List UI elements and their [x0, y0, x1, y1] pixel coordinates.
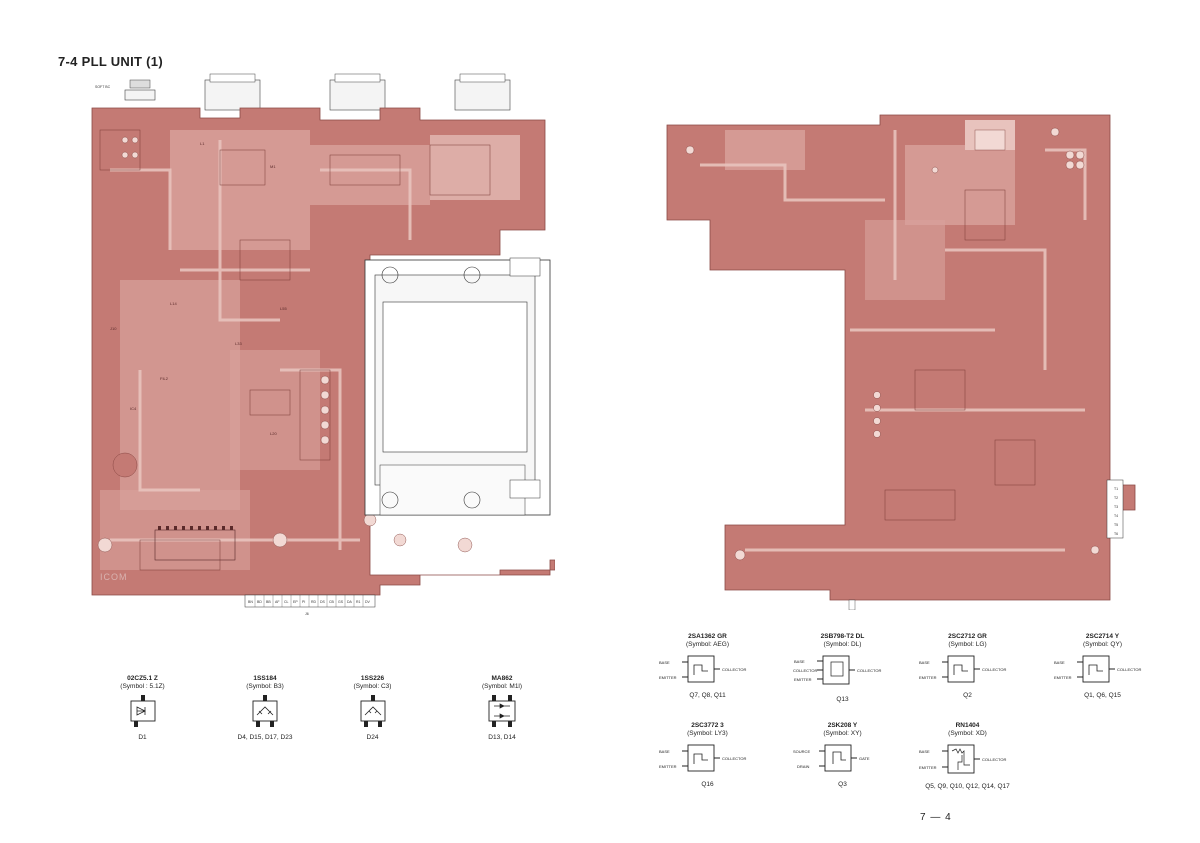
component-2sc2712: 2SC2712 GR (Symbol: LG) BASE COLLECTOR E… — [915, 633, 1020, 700]
bottom-strip-pin-label: BN — [248, 600, 253, 604]
right-board-outline — [666, 114, 1136, 601]
svg-text:T1: T1 — [1114, 487, 1118, 491]
component-2sc3772: 2SC3772 3 (Symbol: LY3) BASE COLLECTOR E… — [655, 722, 760, 789]
top-connector-j3 — [204, 73, 261, 111]
svg-text:M1: M1 — [270, 164, 276, 169]
transistor-package-icon: BASE COLLECTOR EMITTER — [659, 655, 746, 683]
svg-text:BASE: BASE — [659, 749, 670, 754]
svg-text:COLLECTOR: COLLECTOR — [1117, 667, 1141, 672]
component-02cz5-1z: 02CZ5.1 Z (Symbol : 5.1Z) D1 — [120, 675, 165, 741]
transistor-package-icon: BASE COLLECTOR EMITTER — [1054, 655, 1141, 683]
dual-diode-package-icon — [252, 695, 278, 727]
svg-text:EMITTER: EMITTER — [794, 677, 812, 682]
svg-text:EMITTER: EMITTER — [1054, 675, 1072, 680]
svg-text:T4: T4 — [1114, 514, 1118, 518]
bottom-strip-caption: J6 — [305, 612, 309, 616]
transistor-package-icon: BASE COLLECTOR EMITTER — [919, 655, 1006, 683]
top-connector-j2 — [124, 79, 156, 101]
svg-text:SOURCE: SOURCE — [793, 749, 810, 754]
bottom-strip-pin-label: CB — [329, 600, 335, 604]
component-2sc2714: 2SC2714 Y (Symbol: QY) BASE COLLECTOR EM… — [1050, 633, 1155, 700]
svg-text:L33: L33 — [235, 341, 242, 346]
power-transistor-package-icon: BASE COLLECTOR COLLECTOR EMITTER — [793, 655, 881, 685]
bottom-strip-pin-label: AF — [275, 600, 279, 604]
svg-text:FIL2: FIL2 — [160, 376, 169, 381]
right-pcb-board: T1 T2 T3 T4 T5 T6 — [665, 110, 1145, 610]
svg-text:J10: J10 — [110, 326, 117, 331]
bottom-connector-strip: J6 — [244, 594, 376, 616]
svg-text:COLLECTOR: COLLECTOR — [857, 668, 881, 673]
component-1ss226: 1SS226 (Symbol: C3) D24 — [353, 675, 392, 741]
bottom-strip-pin-label: RD — [311, 600, 317, 604]
icom-logo: ICOM — [100, 572, 128, 582]
svg-text:SOFT BC: SOFT BC — [95, 85, 111, 89]
bottom-strip-pin-label: GS — [338, 600, 344, 604]
bottom-strip-pin-label: DA — [347, 600, 353, 604]
digital-transistor-package-icon: BASE COLLECTOR EMITTER — [919, 744, 1006, 774]
svg-text:COLLECTOR: COLLECTOR — [722, 667, 746, 672]
top-connector-j4 — [329, 73, 386, 111]
component-rn1404: RN1404 (Symbol: XD) BASE COLLECTOR EMITT… — [915, 722, 1020, 791]
quad-diode-package-icon — [488, 695, 516, 727]
svg-text:COLLECTOR: COLLECTOR — [982, 667, 1006, 672]
left-pcb-board: L1 M1 L14 L55 J10 L33 FIL2 IC4 L20 IC1 S… — [80, 70, 555, 625]
transistor-package-icon: BASE COLLECTOR EMITTER — [659, 744, 746, 772]
svg-text:T2: T2 — [1114, 496, 1118, 500]
svg-text:IC4: IC4 — [130, 406, 137, 411]
series-diode-package-icon — [360, 695, 385, 727]
component-2sa1362: 2SA1362 GR (Symbol: AEG) BASE COLLECTOR … — [655, 633, 760, 700]
svg-text:BASE: BASE — [919, 660, 930, 665]
vco-shield-module — [364, 257, 551, 516]
bottom-strip-pin-label: R1 — [356, 600, 361, 604]
bottom-strip-pin-label: BB — [266, 600, 271, 604]
svg-text:BASE: BASE — [794, 659, 805, 664]
left-pcb-drawing: L1 M1 L14 L55 J10 L33 FIL2 IC4 L20 IC1 S… — [91, 73, 555, 616]
svg-text:T6: T6 — [1114, 532, 1118, 536]
right-pcb-drawing: T1 T2 T3 T4 T5 T6 — [666, 114, 1136, 610]
page-title: 7-4 PLL UNIT (1) — [58, 54, 163, 69]
page-number: 7 — 4 — [920, 812, 952, 823]
svg-text:L14: L14 — [170, 301, 177, 306]
bottom-strip-pin-label: BD — [257, 600, 262, 604]
svg-text:COLLECTOR: COLLECTOR — [793, 668, 817, 673]
svg-text:T3: T3 — [1114, 505, 1118, 509]
bottom-strip-pin-label: DS — [320, 600, 326, 604]
svg-text:EMITTER: EMITTER — [659, 764, 677, 769]
svg-text:BASE: BASE — [919, 749, 930, 754]
ic-footprint — [154, 526, 236, 561]
svg-text:BASE: BASE — [1054, 660, 1065, 665]
svg-text:COLLECTOR: COLLECTOR — [982, 757, 1006, 762]
bottom-strip-pin-label: EP — [293, 600, 298, 604]
svg-text:L55: L55 — [280, 306, 287, 311]
component-1ss184: 1SS184 (Symbol: B3) D4, D15, D17, D23 — [237, 675, 293, 741]
svg-text:L20: L20 — [270, 431, 277, 436]
svg-text:EMITTER: EMITTER — [919, 765, 937, 770]
bottom-pin-stub — [848, 599, 856, 610]
fet-package-icon: SOURCE GATE DRAIN — [793, 744, 870, 772]
svg-text:EMITTER: EMITTER — [659, 675, 677, 680]
svg-text:EMITTER: EMITTER — [919, 675, 937, 680]
component-2sb798: 2SB798-T2 DL (Symbol: DL) BASE COLLECTOR… — [790, 633, 895, 704]
bottom-strip-pin-label: PI — [302, 600, 305, 604]
svg-text:BASE: BASE — [659, 660, 670, 665]
bottom-strip-pin-label: DV — [365, 600, 371, 604]
component-2sk208: 2SK208 Y (Symbol: XY) SOURCE GATE DRAIN … — [790, 722, 895, 789]
svg-text:T5: T5 — [1114, 523, 1118, 527]
right-side-connector: T1 T2 T3 T4 T5 T6 — [1106, 479, 1124, 539]
svg-text:GATE: GATE — [859, 756, 870, 761]
bottom-strip-pin-label: CL — [284, 600, 289, 604]
svg-text:L1: L1 — [200, 141, 205, 146]
top-connector-j5 — [454, 73, 511, 111]
zener-diode-package-icon — [130, 695, 155, 727]
svg-text:DRAIN: DRAIN — [797, 764, 810, 769]
component-ma862: MA862 (Symbol: M1l) D13, D14 — [481, 675, 523, 741]
svg-text:COLLECTOR: COLLECTOR — [722, 756, 746, 761]
